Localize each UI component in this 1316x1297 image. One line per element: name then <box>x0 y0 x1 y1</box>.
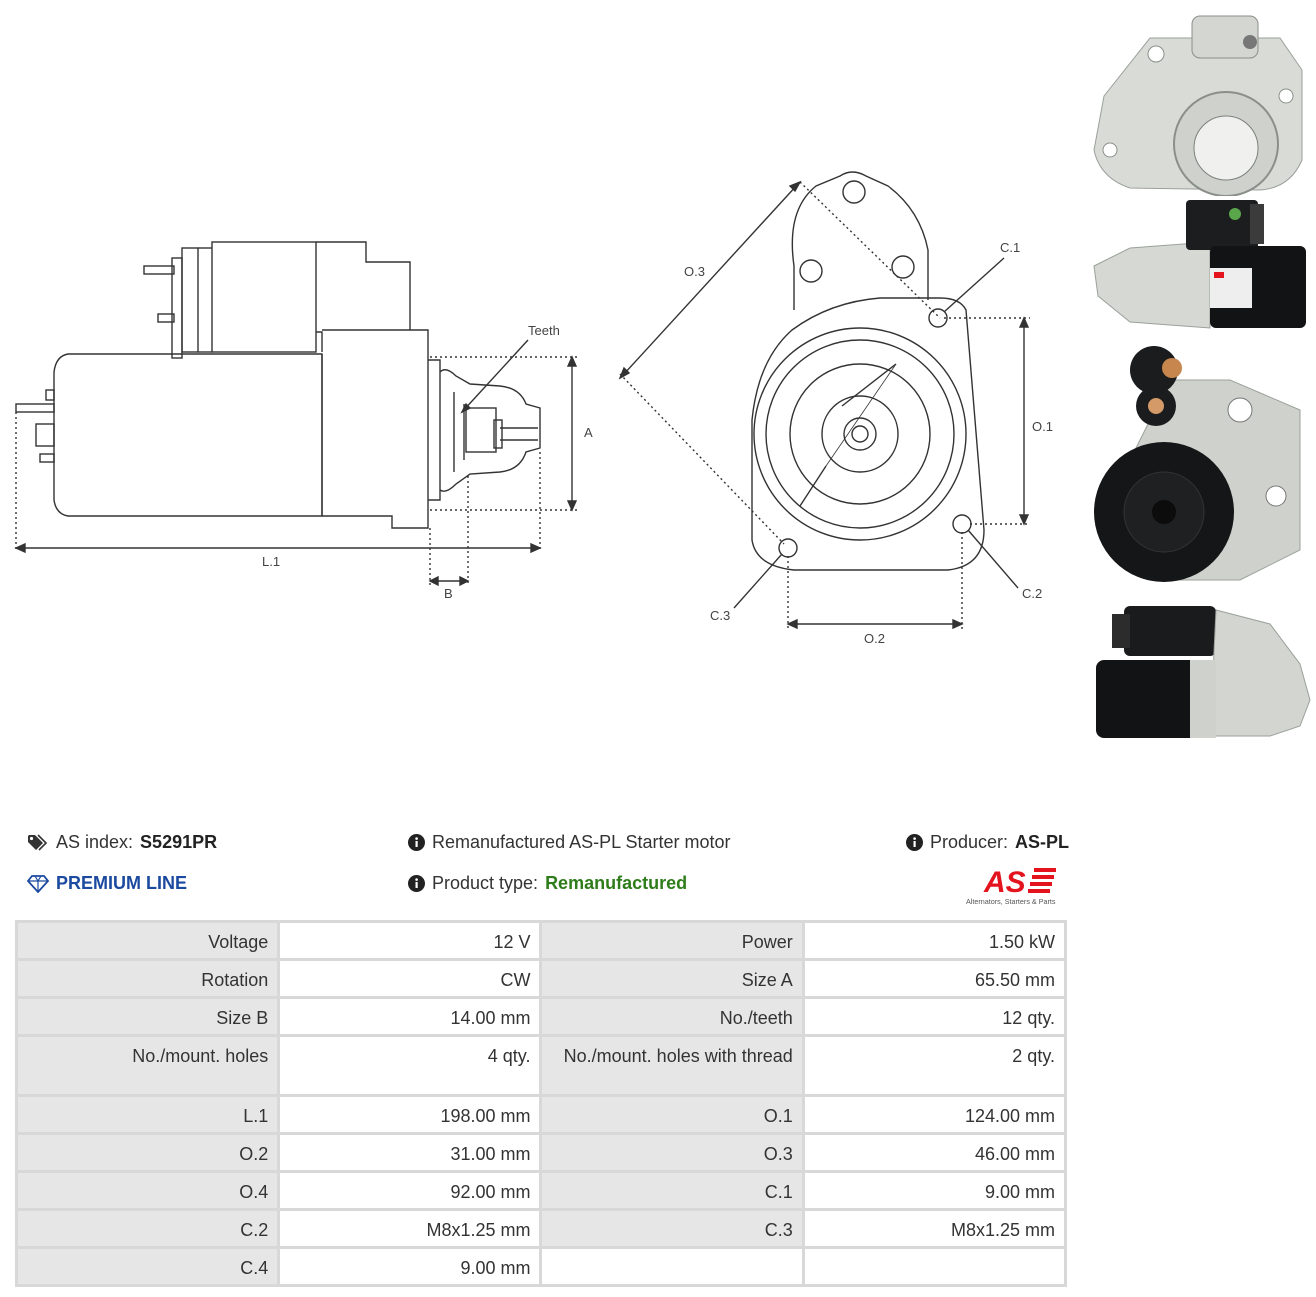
dimension-o3-label: O.3 <box>684 264 705 279</box>
spec-label: Size A <box>539 958 805 999</box>
spec-label: C.2 <box>14 1208 281 1249</box>
front-view-photo <box>1090 10 1312 196</box>
side-view-photo <box>1090 196 1312 332</box>
producer-label: Producer: <box>930 832 1009 852</box>
spec-value: 12 qty. <box>801 996 1068 1037</box>
spec-value <box>801 1246 1068 1287</box>
product-type-value: Remanufactured <box>545 873 688 893</box>
spec-label: L.1 <box>14 1094 281 1135</box>
spec-label: No./mount. holes with thread <box>539 1034 805 1097</box>
teeth-label: Teeth <box>528 323 560 338</box>
spec-label: Power <box>539 920 805 961</box>
description-text: Remanufactured AS-PL Starter motor <box>432 832 731 852</box>
spec-value: 9.00 mm <box>801 1170 1068 1211</box>
as-index-value: S5291PR <box>140 832 218 852</box>
spec-value: 14.00 mm <box>277 996 543 1037</box>
spec-value: 1.50 kW <box>801 920 1068 961</box>
spec-label: C.3 <box>539 1208 805 1249</box>
spec-value: 4 qty. <box>277 1034 543 1097</box>
dimension-c2-label: C.2 <box>1022 586 1042 601</box>
spec-label: O.2 <box>14 1132 281 1173</box>
table-row: Size B 14.00 mm No./teeth 12 qty. <box>14 996 1068 1037</box>
table-row: C.4 9.00 mm <box>14 1246 1068 1287</box>
info-icon <box>906 834 923 851</box>
specifications-table: Voltage 12 V Power 1.50 kW Rotation CW S… <box>14 920 1068 1287</box>
as-index: AS index: S5291PR <box>27 832 217 853</box>
spec-label: C.1 <box>539 1170 805 1211</box>
spec-label: C.4 <box>14 1246 281 1287</box>
spec-label: Rotation <box>14 958 281 999</box>
dimension-o2-label: O.2 <box>864 631 885 646</box>
table-row: No./mount. holes 4 qty. No./mount. holes… <box>14 1034 1068 1097</box>
tags-icon <box>28 833 48 851</box>
table-row: C.2 M8x1.25 mm C.3 M8x1.25 mm <box>14 1208 1068 1249</box>
table-row: O.4 92.00 mm C.1 9.00 mm <box>14 1170 1068 1211</box>
spec-value: CW <box>277 958 543 999</box>
premium-line-label: PREMIUM LINE <box>56 873 188 893</box>
product-type-label: Product type: <box>432 873 539 893</box>
spec-value: 46.00 mm <box>801 1132 1068 1173</box>
dimension-b-label: B <box>444 586 453 601</box>
technical-drawings: Teeth A L.1 B <box>0 0 1085 760</box>
info-icon <box>408 875 425 892</box>
dimension-c1-label: C.1 <box>1000 240 1020 255</box>
spec-label: O.1 <box>539 1094 805 1135</box>
spec-value: 31.00 mm <box>277 1132 543 1173</box>
spec-value: 124.00 mm <box>801 1094 1068 1135</box>
spec-value: 65.50 mm <box>801 958 1068 999</box>
dimension-a-label: A <box>584 425 593 440</box>
spec-label <box>539 1246 805 1287</box>
table-row: O.2 31.00 mm O.3 46.00 mm <box>14 1132 1068 1173</box>
producer-value: AS-PL <box>1015 832 1070 852</box>
spec-value: 198.00 mm <box>277 1094 543 1135</box>
product-description: Remanufactured AS-PL Starter motor <box>408 832 730 853</box>
spec-value: 9.00 mm <box>277 1246 543 1287</box>
spec-label: No./mount. holes <box>14 1034 281 1097</box>
info-icon <box>408 834 425 851</box>
as-pl-logo: AS Alternators, Starters & Parts <box>966 866 1056 906</box>
table-row: Rotation CW Size A 65.50 mm <box>14 958 1068 999</box>
logo-tagline: Alternators, Starters & Parts <box>966 897 1056 906</box>
spec-label: O.3 <box>539 1132 805 1173</box>
front-view-drawing: O.3 C.1 O.1 C.2 C.3 O.2 <box>618 171 1053 646</box>
dimension-l1-label: L.1 <box>262 554 280 569</box>
spec-value: 2 qty. <box>801 1034 1068 1097</box>
spec-label: No./teeth <box>539 996 805 1037</box>
table-row: Voltage 12 V Power 1.50 kW <box>14 920 1068 961</box>
product-type: Product type: Remanufactured <box>408 873 687 894</box>
spec-label: O.4 <box>14 1170 281 1211</box>
dimension-o1-label: O.1 <box>1032 419 1053 434</box>
spec-value: M8x1.25 mm <box>277 1208 543 1249</box>
spec-label: Size B <box>14 996 281 1037</box>
profile-view-photo <box>1090 600 1312 744</box>
rear-view-photo <box>1090 340 1312 596</box>
spec-label: Voltage <box>14 920 281 961</box>
table-row: L.1 198.00 mm O.1 124.00 mm <box>14 1094 1068 1135</box>
spec-value: 12 V <box>277 920 543 961</box>
as-index-label: AS index: <box>56 832 134 852</box>
dimension-c3-label: C.3 <box>710 608 730 623</box>
side-view-drawing: Teeth A L.1 B <box>14 241 593 601</box>
diamond-icon <box>27 874 49 893</box>
spec-value: 92.00 mm <box>277 1170 543 1211</box>
spec-value: M8x1.25 mm <box>801 1208 1068 1249</box>
producer: Producer: AS-PL <box>906 832 1069 853</box>
premium-line: PREMIUM LINE <box>27 873 187 894</box>
logo-text: AS <box>983 866 1026 899</box>
